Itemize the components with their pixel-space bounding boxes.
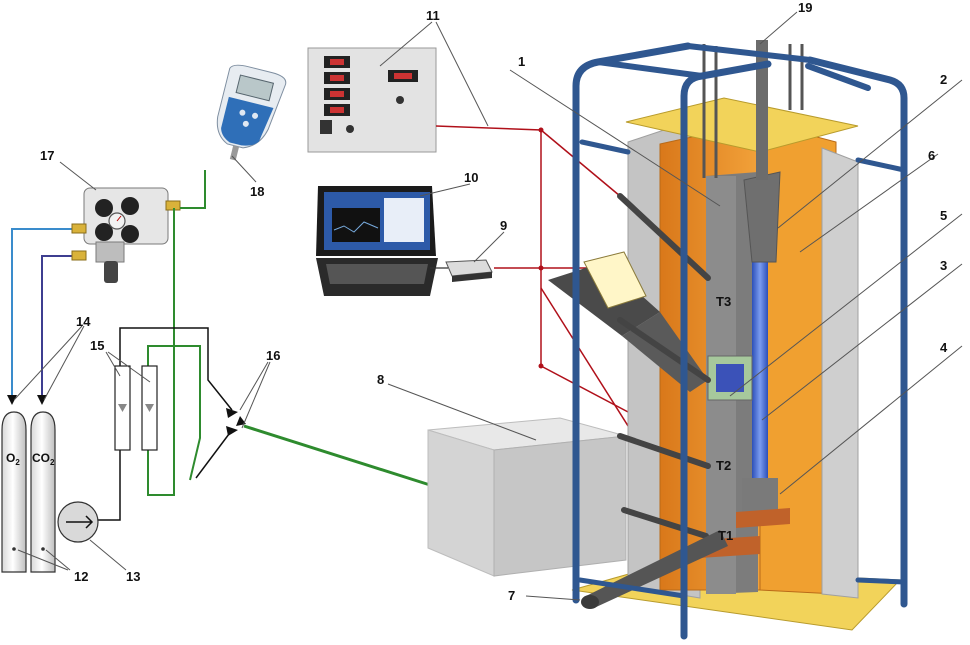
flowmeters — [114, 365, 158, 451]
co2-supply-line — [41, 255, 78, 400]
gas-mixer — [71, 187, 181, 283]
thermocouple-t3-label: T3 — [716, 294, 731, 309]
o2-label: O2 — [6, 451, 20, 467]
control-panel — [307, 47, 437, 153]
callout-labels: 1 2 3 4 5 6 7 8 9 10 11 12 13 14 15 16 1… — [40, 0, 948, 603]
laptop — [316, 186, 438, 296]
callout-6: 6 — [928, 148, 935, 163]
sample-rod — [752, 260, 768, 478]
co2-valve-arrow — [37, 395, 47, 405]
o2-cylinder-marker — [12, 547, 16, 551]
pump-flow-line — [98, 327, 233, 521]
callout-3: 3 — [940, 258, 947, 273]
thermocouple-t1-label: T1 — [718, 528, 733, 543]
gas-cylinders: O2 CO2 — [1, 411, 56, 573]
callout-14: 14 — [76, 314, 91, 329]
chamber-supply-line — [243, 424, 431, 487]
callout-11: 11 — [426, 8, 440, 23]
air-chamber — [427, 417, 627, 577]
callout-9: 9 — [500, 218, 507, 233]
callout-2: 2 — [940, 72, 947, 87]
callout-19: 19 — [798, 0, 812, 15]
callout-4: 4 — [940, 340, 948, 355]
data-logger — [430, 259, 493, 282]
callout-16: 16 — [266, 348, 280, 363]
callout-12: 12 — [74, 569, 88, 584]
callout-7: 7 — [508, 588, 515, 603]
callout-17: 17 — [40, 148, 54, 163]
co2-label: CO2 — [32, 451, 55, 467]
callout-13: 13 — [126, 569, 140, 584]
o2-valve-arrow — [7, 395, 17, 405]
o2-supply-line — [11, 228, 78, 400]
pump — [57, 501, 99, 543]
mixer-output-line — [147, 208, 201, 496]
callout-15: 15 — [90, 338, 104, 353]
callout-8: 8 — [377, 372, 384, 387]
handheld-analyzer — [216, 64, 287, 161]
callout-1: 1 — [518, 54, 525, 69]
leader-lines — [13, 11, 963, 601]
co2-cylinder-marker — [41, 547, 45, 551]
return-flow-line — [195, 429, 233, 479]
callout-10: 10 — [464, 170, 478, 185]
co2-cylinder — [30, 411, 56, 573]
callout-5: 5 — [940, 208, 947, 223]
three-way-valves — [226, 408, 246, 436]
o2-cylinder — [1, 411, 27, 573]
callout-18: 18 — [250, 184, 264, 199]
analyzer-sample-line — [180, 170, 206, 209]
support-frame — [572, 42, 908, 640]
thermocouple-t2-label: T2 — [716, 458, 731, 473]
